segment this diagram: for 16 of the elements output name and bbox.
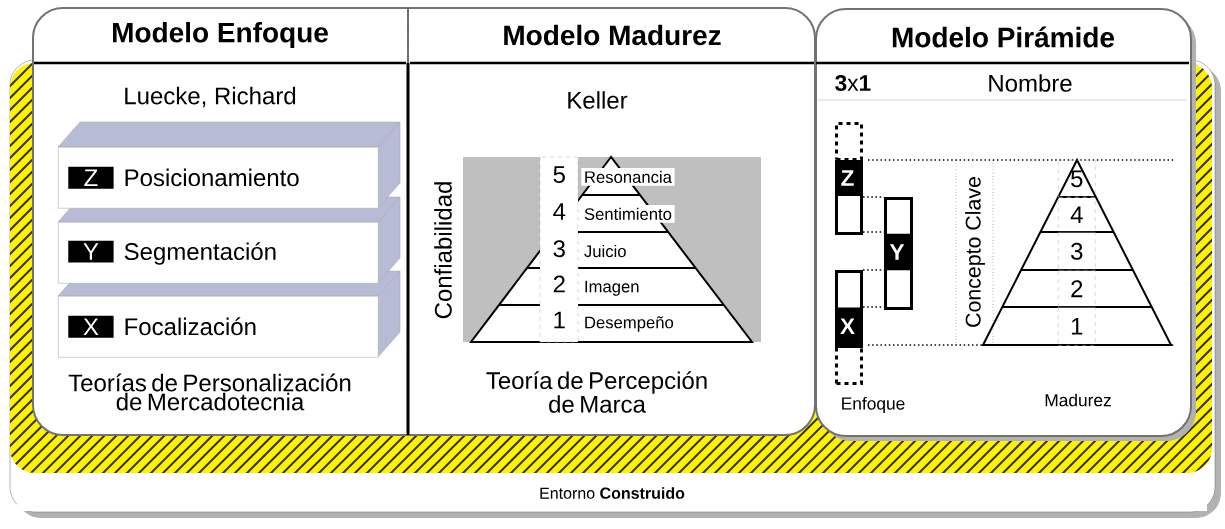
author-name: Luecke, Richard	[125, 86, 296, 108]
pyramid-level: 5 Resonancia	[553, 166, 675, 186]
axis-label: Confiabilidad	[434, 182, 452, 319]
pyramid-level: 4 Sentimiento	[553, 203, 675, 223]
theory-label: Teoría de Percepción de Marca	[486, 371, 707, 413]
heading: Modelo Enfoque	[113, 21, 328, 49]
node-label: 5	[553, 166, 565, 184]
footer-band: Entorno Construido	[17, 475, 1207, 511]
author-name: Keller	[568, 91, 628, 109]
pyramid-level: 3 Juicio	[553, 240, 630, 260]
pyramid-level: 1 Desempeño	[554, 311, 677, 335]
theory-label: Teorías de Personalización de Mercadotecnia	[68, 373, 351, 411]
heading: Modelo Madurez	[504, 24, 721, 46]
node-label: Entorno Construido	[540, 487, 685, 499]
pyramid-level: 2 Imagen	[553, 275, 643, 299]
layer-slab: Z Posicionamiento	[57, 121, 401, 209]
